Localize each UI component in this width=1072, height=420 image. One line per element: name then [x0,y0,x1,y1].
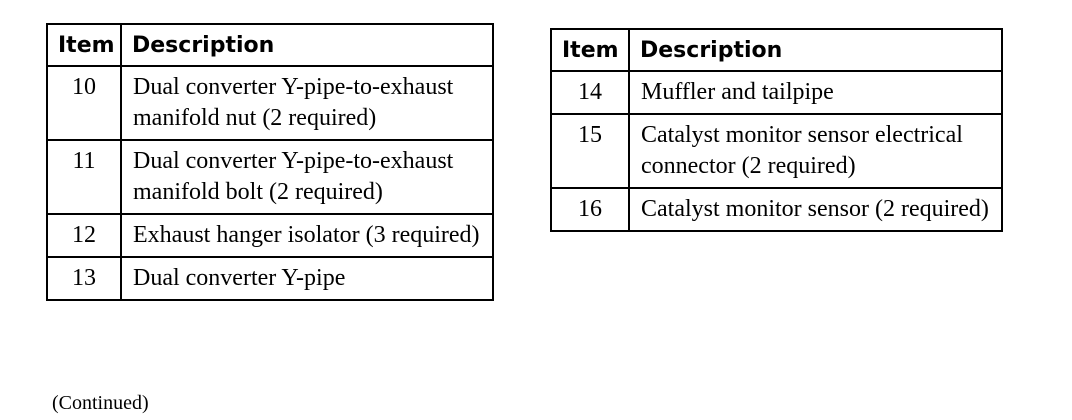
item-description: Dual converter Y-pipe-to-exhaust manifol… [120,65,494,141]
table-row: 11 Dual converter Y-pipe-to-exhaust mani… [46,139,494,215]
item-column-header: Item [46,23,122,67]
item-number: 12 [46,213,122,258]
item-description: Dual converter Y-pipe [120,256,494,301]
item-description: Dual converter Y-pipe-to-exhaust manifol… [120,139,494,215]
item-number: 14 [550,70,630,115]
item-description: Catalyst monitor sensor (2 required) [628,187,1003,232]
item-description: Exhaust hanger isolator (3 required) [120,213,494,258]
item-number: 11 [46,139,122,215]
item-number: 16 [550,187,630,232]
description-column-header: Description [628,28,1003,72]
table-row: 10 Dual converter Y-pipe-to-exhaust mani… [46,65,494,141]
table-header-row: Item Description [46,23,494,67]
table-row: 13 Dual converter Y-pipe [46,256,494,301]
item-number: 10 [46,65,122,141]
item-description: Catalyst monitor sensor electrical conne… [628,113,1003,189]
item-number: 15 [550,113,630,189]
table-header-row: Item Description [550,28,1003,72]
item-column-header: Item [550,28,630,72]
description-column-header: Description [120,23,494,67]
item-description: Muffler and tailpipe [628,70,1003,115]
table-row: 12 Exhaust hanger isolator (3 required) [46,213,494,258]
item-number: 13 [46,256,122,301]
table-row: 15 Catalyst monitor sensor electrical co… [550,113,1003,189]
parts-table-right: Item Description 14 Muffler and tailpipe… [550,28,1003,232]
table-row: 16 Catalyst monitor sensor (2 required) [550,187,1003,232]
table-row: 14 Muffler and tailpipe [550,70,1003,115]
continued-note: (Continued) [52,392,149,414]
parts-table-left: Item Description 10 Dual converter Y-pip… [46,23,494,301]
